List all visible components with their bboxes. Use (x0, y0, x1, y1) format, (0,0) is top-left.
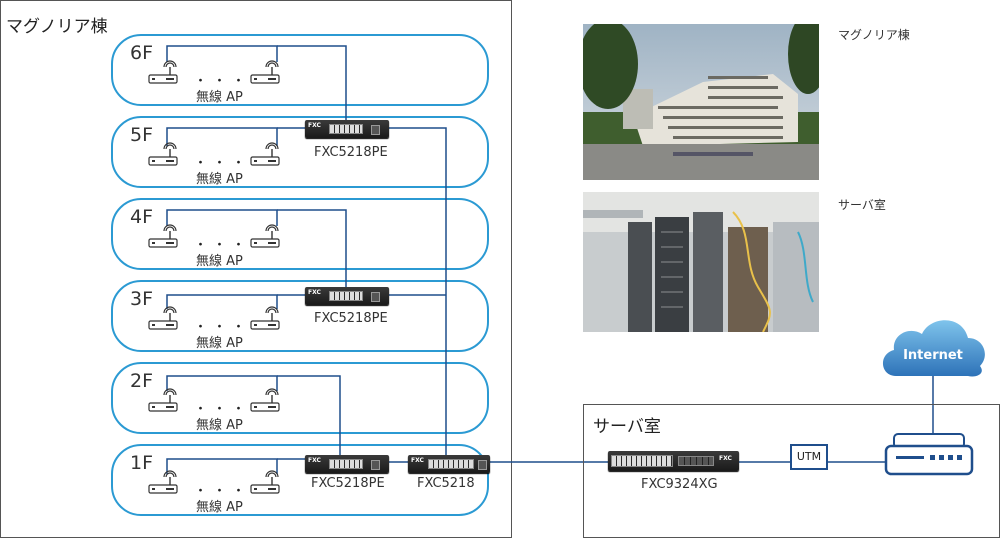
floor-1f: 1F (111, 444, 489, 516)
floor-label: 5F (130, 124, 154, 146)
link-5f-aps (166, 127, 278, 146)
wireless-ap-icon (148, 304, 180, 332)
floor-3f: 3F (111, 280, 489, 352)
uplink-port-icon (478, 460, 487, 470)
switch-label: FXC5218 (417, 476, 475, 491)
link-6f-aps (166, 45, 278, 62)
wireless-ap-icon (250, 386, 282, 414)
fxc-logo-icon: FXC (411, 457, 424, 464)
ap-label: 無線 AP (196, 90, 243, 105)
switch-label: FXC5218PE (314, 145, 388, 160)
floor-5f: 5F (111, 116, 489, 188)
core-switch-fxc9324xg: FXC (608, 451, 739, 471)
floor-label: 3F (130, 288, 154, 310)
building-photo (583, 24, 819, 180)
building-magnolia: マグノリア棟 (0, 0, 512, 538)
fxc-logo-icon: FXC (308, 289, 321, 296)
ap-label: 無線 AP (196, 172, 243, 187)
ap-label: 無線 AP (196, 254, 243, 269)
wireless-ap-icon (250, 304, 282, 332)
ap-label: 無線 AP (196, 418, 243, 433)
uplink-port-icon (371, 460, 380, 470)
utm-label: UTM (796, 450, 822, 463)
utm-box: UTM (790, 444, 828, 470)
ellipsis-dots: ・・・ (194, 74, 252, 89)
fxc-logo-icon: FXC (308, 122, 321, 129)
sfp-ports-icon (678, 456, 714, 466)
ports-icon (329, 459, 363, 469)
floor-4f: 4F (111, 198, 489, 270)
ap-label: 無線 AP (196, 500, 243, 515)
link-5f-uplink (389, 127, 447, 455)
floor-2f: 2F (111, 362, 489, 434)
link-4f-to-3f-switch (277, 209, 347, 287)
switch-3f: FXC (305, 287, 389, 305)
fxc-logo-icon: FXC (308, 457, 321, 464)
ports-icon (611, 455, 673, 467)
link-2f-to-1f-switch (277, 375, 341, 455)
ellipsis-dots: ・・・ (194, 402, 252, 417)
ellipsis-dots: ・・・ (194, 320, 252, 335)
wireless-ap-icon (250, 222, 282, 250)
link-1f-aps (166, 458, 278, 474)
link-3f-aps (166, 294, 278, 309)
photo-caption: マグノリア棟 (838, 28, 910, 42)
uplink-port-icon (371, 292, 380, 302)
uplink-port-icon (371, 125, 380, 135)
wireless-ap-icon (148, 468, 180, 496)
wireless-ap-icon (148, 58, 180, 86)
floor-label: 2F (130, 370, 154, 392)
link-6f-to-5f-switch (277, 45, 347, 120)
server-room-title: サーバ室 (593, 417, 661, 437)
wireless-ap-icon (148, 386, 180, 414)
switch-label: FXC9324XG (641, 477, 718, 492)
internet-cloud-icon (882, 320, 985, 377)
switch-label: FXC5218PE (311, 476, 385, 491)
building-title: マグノリア棟 (6, 17, 108, 37)
server-room-photo (583, 192, 819, 332)
fxc-logo-icon: FXC (719, 455, 732, 462)
ellipsis-dots: ・・・ (194, 238, 252, 253)
ap-label: 無線 AP (196, 336, 243, 351)
floor-label: 6F (130, 42, 154, 64)
floor-label: 4F (130, 206, 154, 228)
internet-label: Internet (903, 348, 963, 363)
ports-icon (329, 291, 363, 301)
ports-icon (329, 124, 363, 134)
photo-caption: サーバ室 (838, 198, 886, 212)
switch-5f: FXC (305, 120, 389, 138)
wireless-ap-icon (250, 140, 282, 168)
link-2f-aps (166, 375, 278, 391)
ports-icon (428, 459, 474, 469)
wireless-ap-icon (148, 140, 180, 168)
ellipsis-dots: ・・・ (194, 156, 252, 171)
switch-1f: FXC (305, 455, 389, 473)
wireless-ap-icon (250, 468, 282, 496)
link-4f-aps (166, 209, 278, 226)
wireless-ap-icon (148, 222, 180, 250)
wireless-ap-icon (250, 58, 282, 86)
floor-label: 1F (130, 452, 154, 474)
floor-6f: 6F (111, 34, 489, 106)
ellipsis-dots: ・・・ (194, 484, 252, 499)
switch-label: FXC5218PE (314, 311, 388, 326)
router-icon (884, 433, 974, 476)
switch-core-1f: FXC (408, 455, 490, 473)
